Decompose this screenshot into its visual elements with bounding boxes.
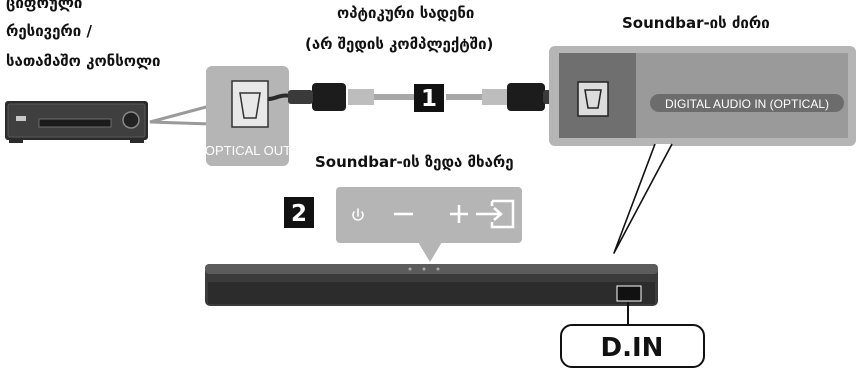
callout-outline: [149, 70, 212, 163]
digital-audio-in-label: DIGITAL AUDIO IN (OPTICAL): [665, 97, 829, 111]
step-1-badge: [414, 84, 444, 112]
optical-out-label: OPTICAL OUT: [205, 143, 291, 158]
soundbar-rear-panel: DIGITAL AUDIO IN (OPTICAL): [549, 46, 856, 146]
optical-cable: 1: [267, 83, 565, 112]
step-2-badge: [284, 197, 314, 228]
soundbar-device: [205, 264, 658, 306]
av-receiver-icon: [5, 101, 148, 143]
rear-callout-pointer: [613, 143, 673, 254]
power-icon: [352, 208, 364, 221]
source-device-label-line-1: ციფრული: [6, 0, 83, 12]
source-device-label-line-2: რესივერი /: [6, 22, 92, 40]
cable-label-line-1: ოპტიკური სადენი: [337, 4, 475, 22]
d-in-display-text: D.IN: [601, 333, 664, 363]
soundbar-rear-caption: Soundbar-ის ძირი: [622, 14, 770, 32]
source-icon: [476, 199, 515, 229]
display-callout-box: [560, 324, 705, 368]
soundbar-top-panel: [336, 187, 522, 262]
optical-in-port-icon: [577, 81, 609, 117]
step-1-number: 1: [421, 86, 437, 112]
cable-label-line-2: (არ შედის კომპლექტში): [305, 35, 494, 53]
soundbar-top-caption: Soundbar-ის ზედა მხარე: [315, 153, 514, 171]
optical-port-icon: [239, 92, 261, 119]
source-device-label-line-3: სათამაშო კონსოლი: [6, 52, 161, 70]
display-window: [616, 285, 642, 302]
volume-up-icon: [450, 205, 468, 223]
step-2-number: 2: [291, 201, 307, 227]
optical-out-panel: OPTICAL OUT: [205, 66, 291, 166]
